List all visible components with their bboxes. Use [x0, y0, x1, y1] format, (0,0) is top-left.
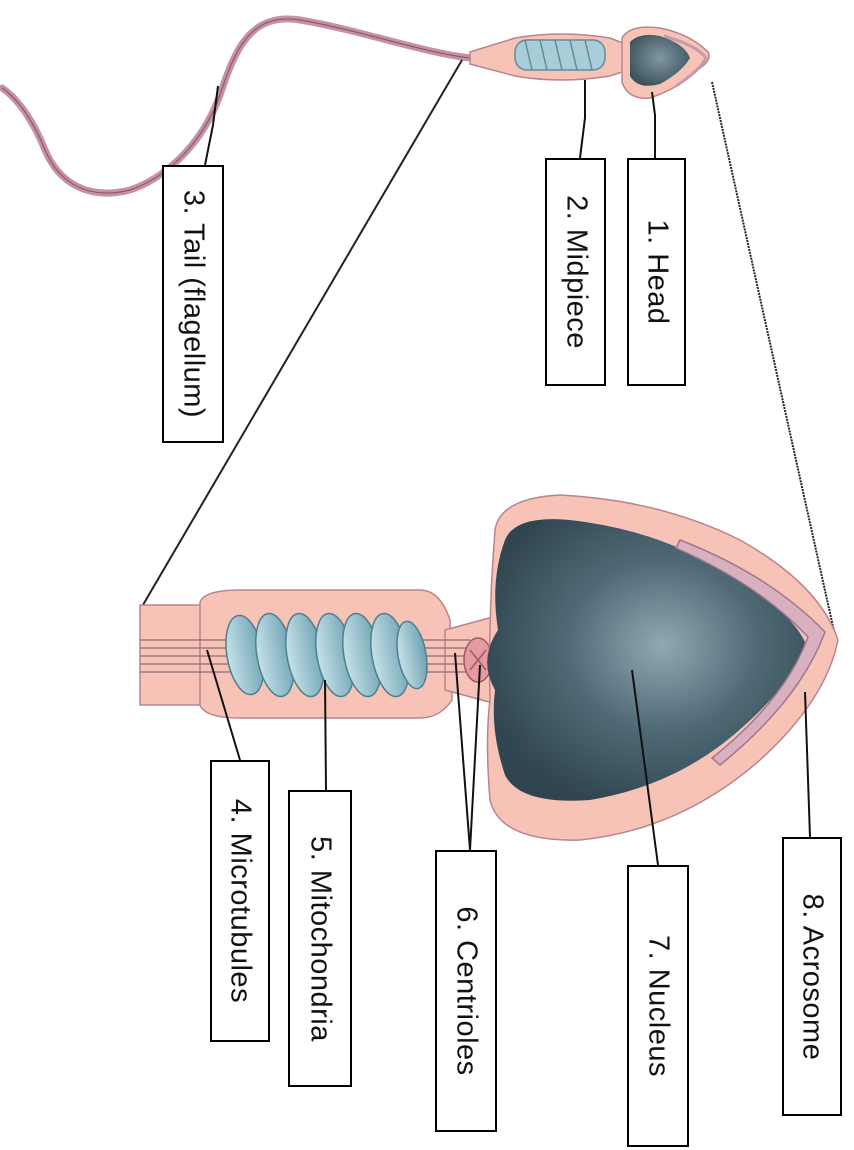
label-nucleus-text: 7. Nucleus: [642, 935, 675, 1077]
label-head: 1. Head: [627, 158, 686, 386]
leader-acrosome: [805, 692, 810, 837]
leader-mitochondria: [325, 680, 326, 790]
label-centrioles: 6. Centrioles: [435, 850, 497, 1132]
label-centrioles-text: 6. Centrioles: [450, 906, 483, 1075]
label-nucleus: 7. Nucleus: [627, 865, 689, 1147]
label-mitochondria-text: 5. Mitochondria: [304, 836, 337, 1042]
leader-head: [652, 92, 655, 158]
label-midpiece-text: 2. Midpiece: [559, 195, 592, 349]
leader-midpiece: [580, 80, 585, 158]
label-acrosome: 8. Acrosome: [782, 837, 842, 1116]
label-acrosome-text: 8. Acrosome: [796, 893, 829, 1060]
label-midpiece: 2. Midpiece: [545, 158, 606, 386]
label-mitochondria: 5. Mitochondria: [288, 790, 352, 1087]
small-mitochondria: [515, 40, 605, 70]
label-microtubules: 4. Microtubules: [210, 760, 270, 1042]
label-tail-text: 3. Tail (flagellum): [177, 190, 210, 418]
label-tail: 3. Tail (flagellum): [162, 165, 224, 443]
label-head-text: 1. Head: [640, 219, 673, 324]
label-microtubules-text: 4. Microtubules: [224, 799, 257, 1003]
